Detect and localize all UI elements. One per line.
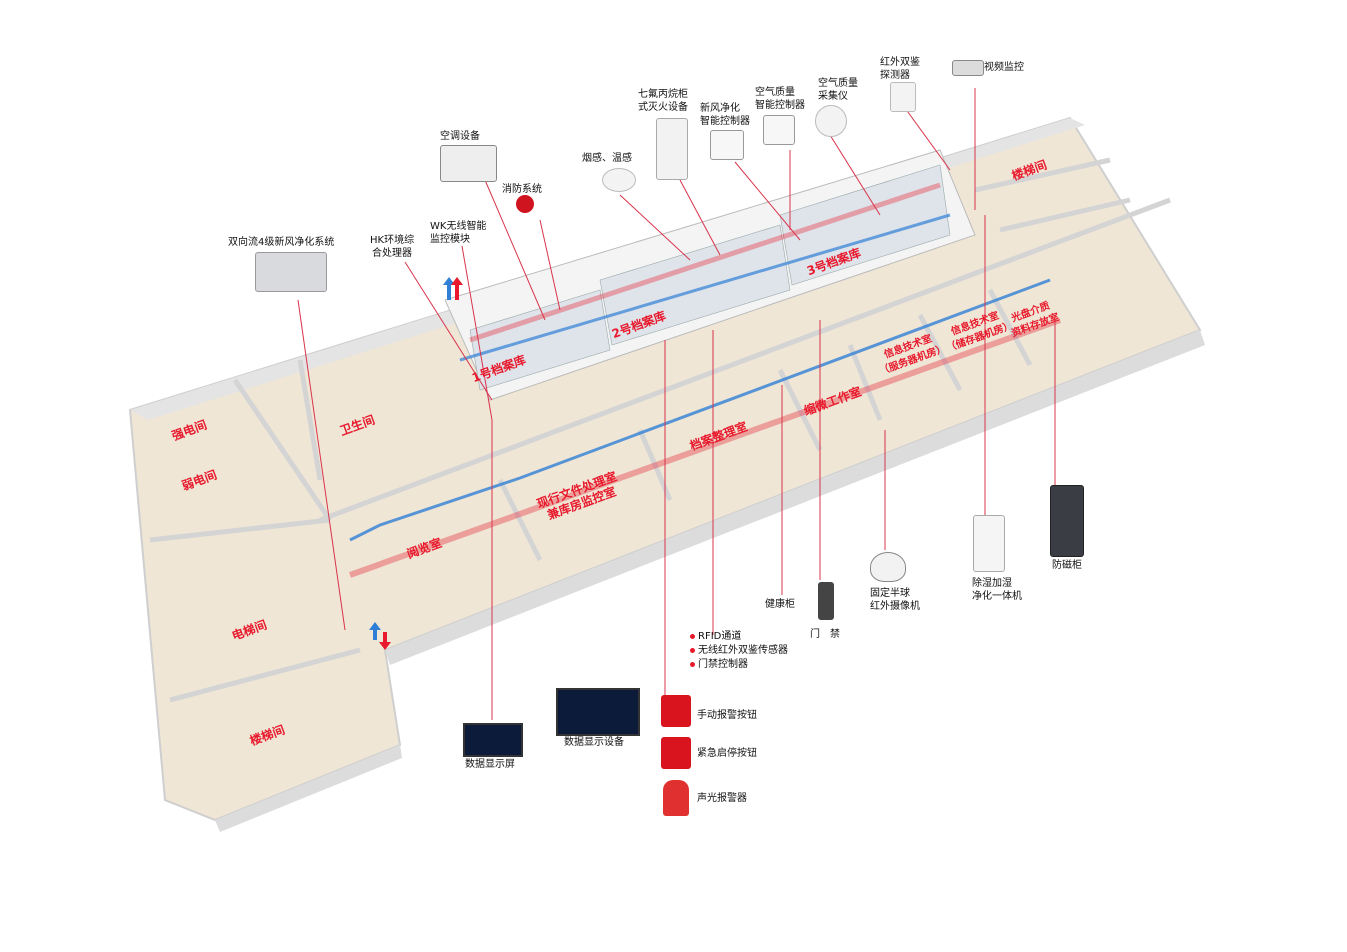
label-smoke: 烟感、温感	[582, 153, 632, 164]
fire-extinguisher-ball-icon	[516, 195, 534, 213]
label-fire-system: 消防系统	[502, 184, 542, 195]
data-display-device-icon	[556, 688, 640, 736]
label-fresh-ctrl: 新风净化智能控制器	[700, 103, 750, 127]
label-hk: HK环境综合处理器	[370, 235, 415, 259]
label-siren: 声光报警器	[697, 793, 747, 804]
label-dehumid: 除湿加湿净化一体机	[972, 578, 1022, 602]
blue-duct-archive	[459, 213, 951, 362]
infrared-detector-icon	[890, 82, 916, 112]
label-manual-alarm: 手动报警按钮	[697, 710, 757, 721]
fresh-air-controller-icon	[710, 130, 744, 160]
list-item-text: RFID通道	[698, 631, 742, 642]
label-aq-ctrl: 空气质量智能控制器	[755, 87, 805, 111]
air-quality-controller-icon	[763, 115, 795, 145]
label-wk: WK无线智能监控模块	[430, 221, 487, 245]
label-data-screen: 数据显示屏	[465, 759, 515, 770]
label-hfc: 七氟丙烷柜式灭火设备	[638, 89, 688, 113]
anti-magnetic-cabinet-icon	[1050, 485, 1084, 557]
label-antimag: 防磁柜	[1052, 560, 1082, 571]
red-duct	[348, 317, 1062, 578]
fresh-air-unit-icon	[255, 252, 327, 292]
label-dome-cam: 固定半球红外摄像机	[870, 588, 920, 612]
manual-alarm-button-icon	[661, 695, 691, 727]
building-front-wall	[385, 330, 1205, 665]
red-duct-archive	[469, 182, 941, 343]
air-conditioner-icon	[440, 145, 497, 182]
access-control-icon	[818, 582, 834, 620]
list-item-text: 门禁控制器	[698, 659, 748, 670]
siren-icon	[663, 780, 689, 816]
emergency-stop-button-icon	[661, 737, 691, 769]
airflow-arrows	[369, 277, 463, 650]
list-item: RFID通道	[690, 630, 788, 644]
wing-front-wall	[215, 745, 402, 832]
callout-lines	[297, 88, 1056, 720]
label-emergency: 紧急启停按钮	[697, 748, 757, 759]
smoke-detector-icon	[602, 168, 636, 192]
label-fresh-air: 双向流4级新风净化系统	[228, 237, 335, 248]
video-camera-icon	[952, 60, 984, 76]
dome-camera-icon	[870, 552, 906, 582]
label-health-cabinet: 健康柜	[765, 599, 795, 610]
list-item: 门禁控制器	[690, 658, 788, 672]
label-aq-sensor: 空气质量采集仪	[818, 78, 858, 102]
shelf-rows	[469, 164, 951, 391]
label-access: 门 禁	[810, 629, 840, 640]
label-data-device: 数据显示设备	[564, 737, 624, 748]
list-item-text: 无线红外双鉴传感器	[698, 645, 788, 656]
label-ac: 空调设备	[440, 131, 480, 142]
label-video: 视频监控	[984, 62, 1024, 73]
label-ir-detector: 红外双鉴探测器	[880, 57, 920, 81]
access-components-list: RFID通道 无线红外双鉴传感器 门禁控制器	[690, 630, 788, 672]
dehumidifier-icon	[973, 515, 1005, 572]
interior-walls	[149, 157, 1171, 703]
data-screen-icon	[463, 723, 523, 757]
air-quality-sensor-icon	[815, 105, 847, 137]
gas-suppression-cabinet-icon	[656, 118, 688, 180]
list-item: 无线红外双鉴传感器	[690, 644, 788, 658]
blue-duct	[349, 278, 1051, 542]
